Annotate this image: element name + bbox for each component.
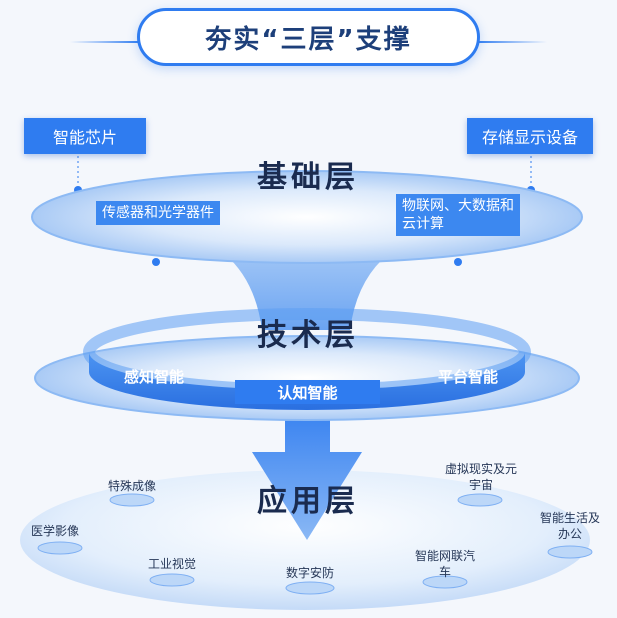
down-arrow — [252, 395, 362, 540]
application-layer-title: 应用层 — [257, 484, 359, 519]
pedestal-medical — [37, 541, 83, 555]
app-connected-vehicles: 智能网联汽车 — [414, 549, 475, 579]
app-industrial-vision: 工业视觉 — [147, 557, 196, 571]
foundation-layer-title: 基础层 — [257, 160, 359, 195]
app-special-imaging: 特殊成像 — [107, 479, 156, 493]
pedestal-special-imaging — [109, 493, 155, 507]
foundation-disc-rim — [31, 170, 583, 264]
app-medical-imaging: 医学影像 — [30, 524, 79, 538]
side-box-storage-display: 存储显示设备 — [467, 118, 593, 154]
technology-layer-title: 技术层 — [257, 318, 359, 353]
pedestal-vr — [457, 493, 503, 507]
disc-label-iot: 物联网、大数据和云计算 — [396, 194, 520, 236]
app-vr-metaverse: 虚拟现实及元宇宙 — [445, 462, 518, 492]
app-smart-life-office: 智能生活及办公 — [539, 511, 600, 541]
disc-dot-left — [152, 258, 160, 266]
pedestal-vehicle — [422, 575, 468, 589]
pedestal-security — [285, 581, 335, 595]
pedestal-smart-life — [547, 545, 593, 559]
band-cognitive-intelligence: 认知智能 — [235, 380, 380, 404]
technology-disc-rim — [34, 335, 580, 421]
disc-dot-right — [454, 258, 462, 266]
band-platform-intelligence: 平台智能 — [437, 367, 498, 386]
side-box-chips: 智能芯片 — [24, 118, 146, 154]
pedestal-industrial — [149, 573, 195, 587]
app-digital-security: 数字安防 — [285, 566, 334, 580]
technology-band-front — [89, 352, 525, 410]
title-pill: 夯实“三层”支撑 — [70, 8, 547, 66]
diagram-title: 夯实“三层”支撑 — [205, 24, 412, 55]
app-pedestals — [37, 493, 593, 595]
disc-label-sensors: 传感器和光学器件 — [96, 201, 220, 225]
band-perceptual-intelligence: 感知智能 — [123, 367, 184, 386]
